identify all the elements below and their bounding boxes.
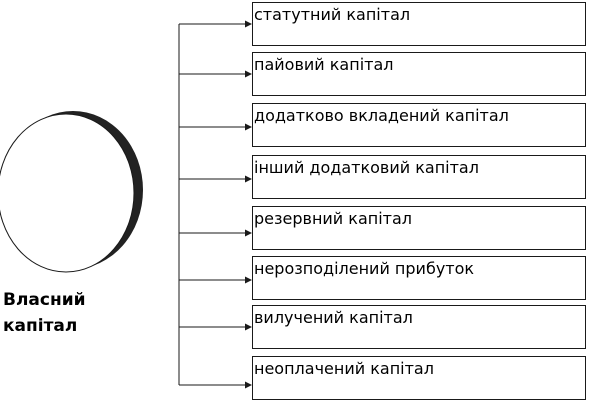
item-label: резервний капітал [254,209,413,228]
arrowhead-icon [245,70,252,78]
item-label: неоплачений капітал [254,359,434,378]
arrowhead-icon [245,175,252,183]
item-box-retained-earnings: нерозподілений прибуток [252,256,586,300]
item-label: вилучений капітал [254,308,413,327]
item-label: інший додатковий капітал [254,158,479,177]
item-box-share: пайовий капітал [252,52,586,96]
arrowhead-icon [245,229,252,237]
root-label-line2: капітал [3,316,78,336]
arrowhead-icon [245,123,252,131]
item-box-statutory: статутний капітал [252,2,586,46]
arrowhead-icon [245,323,252,331]
item-label: додатково вкладений капітал [254,106,509,125]
item-label: нерозподілений прибуток [254,259,475,278]
branch-arrows [179,20,252,389]
item-label: пайовий капітал [254,55,394,74]
root-label: Власний капітал [3,287,123,339]
item-box-unpaid: неоплачений капітал [252,356,586,400]
item-box-reserve: резервний капітал [252,206,586,250]
root-ellipse [0,113,135,273]
item-label: статутний капітал [254,5,411,24]
item-box-additional-paid-in: додатково вкладений капітал [252,103,586,147]
item-box-withdrawn: вилучений капітал [252,305,586,349]
arrowhead-icon [245,20,252,28]
root-label-line1: Власний [3,290,86,310]
arrowhead-icon [245,276,252,284]
item-box-other-additional: інший додатковий капітал [252,155,586,199]
arrowhead-icon [245,381,252,389]
